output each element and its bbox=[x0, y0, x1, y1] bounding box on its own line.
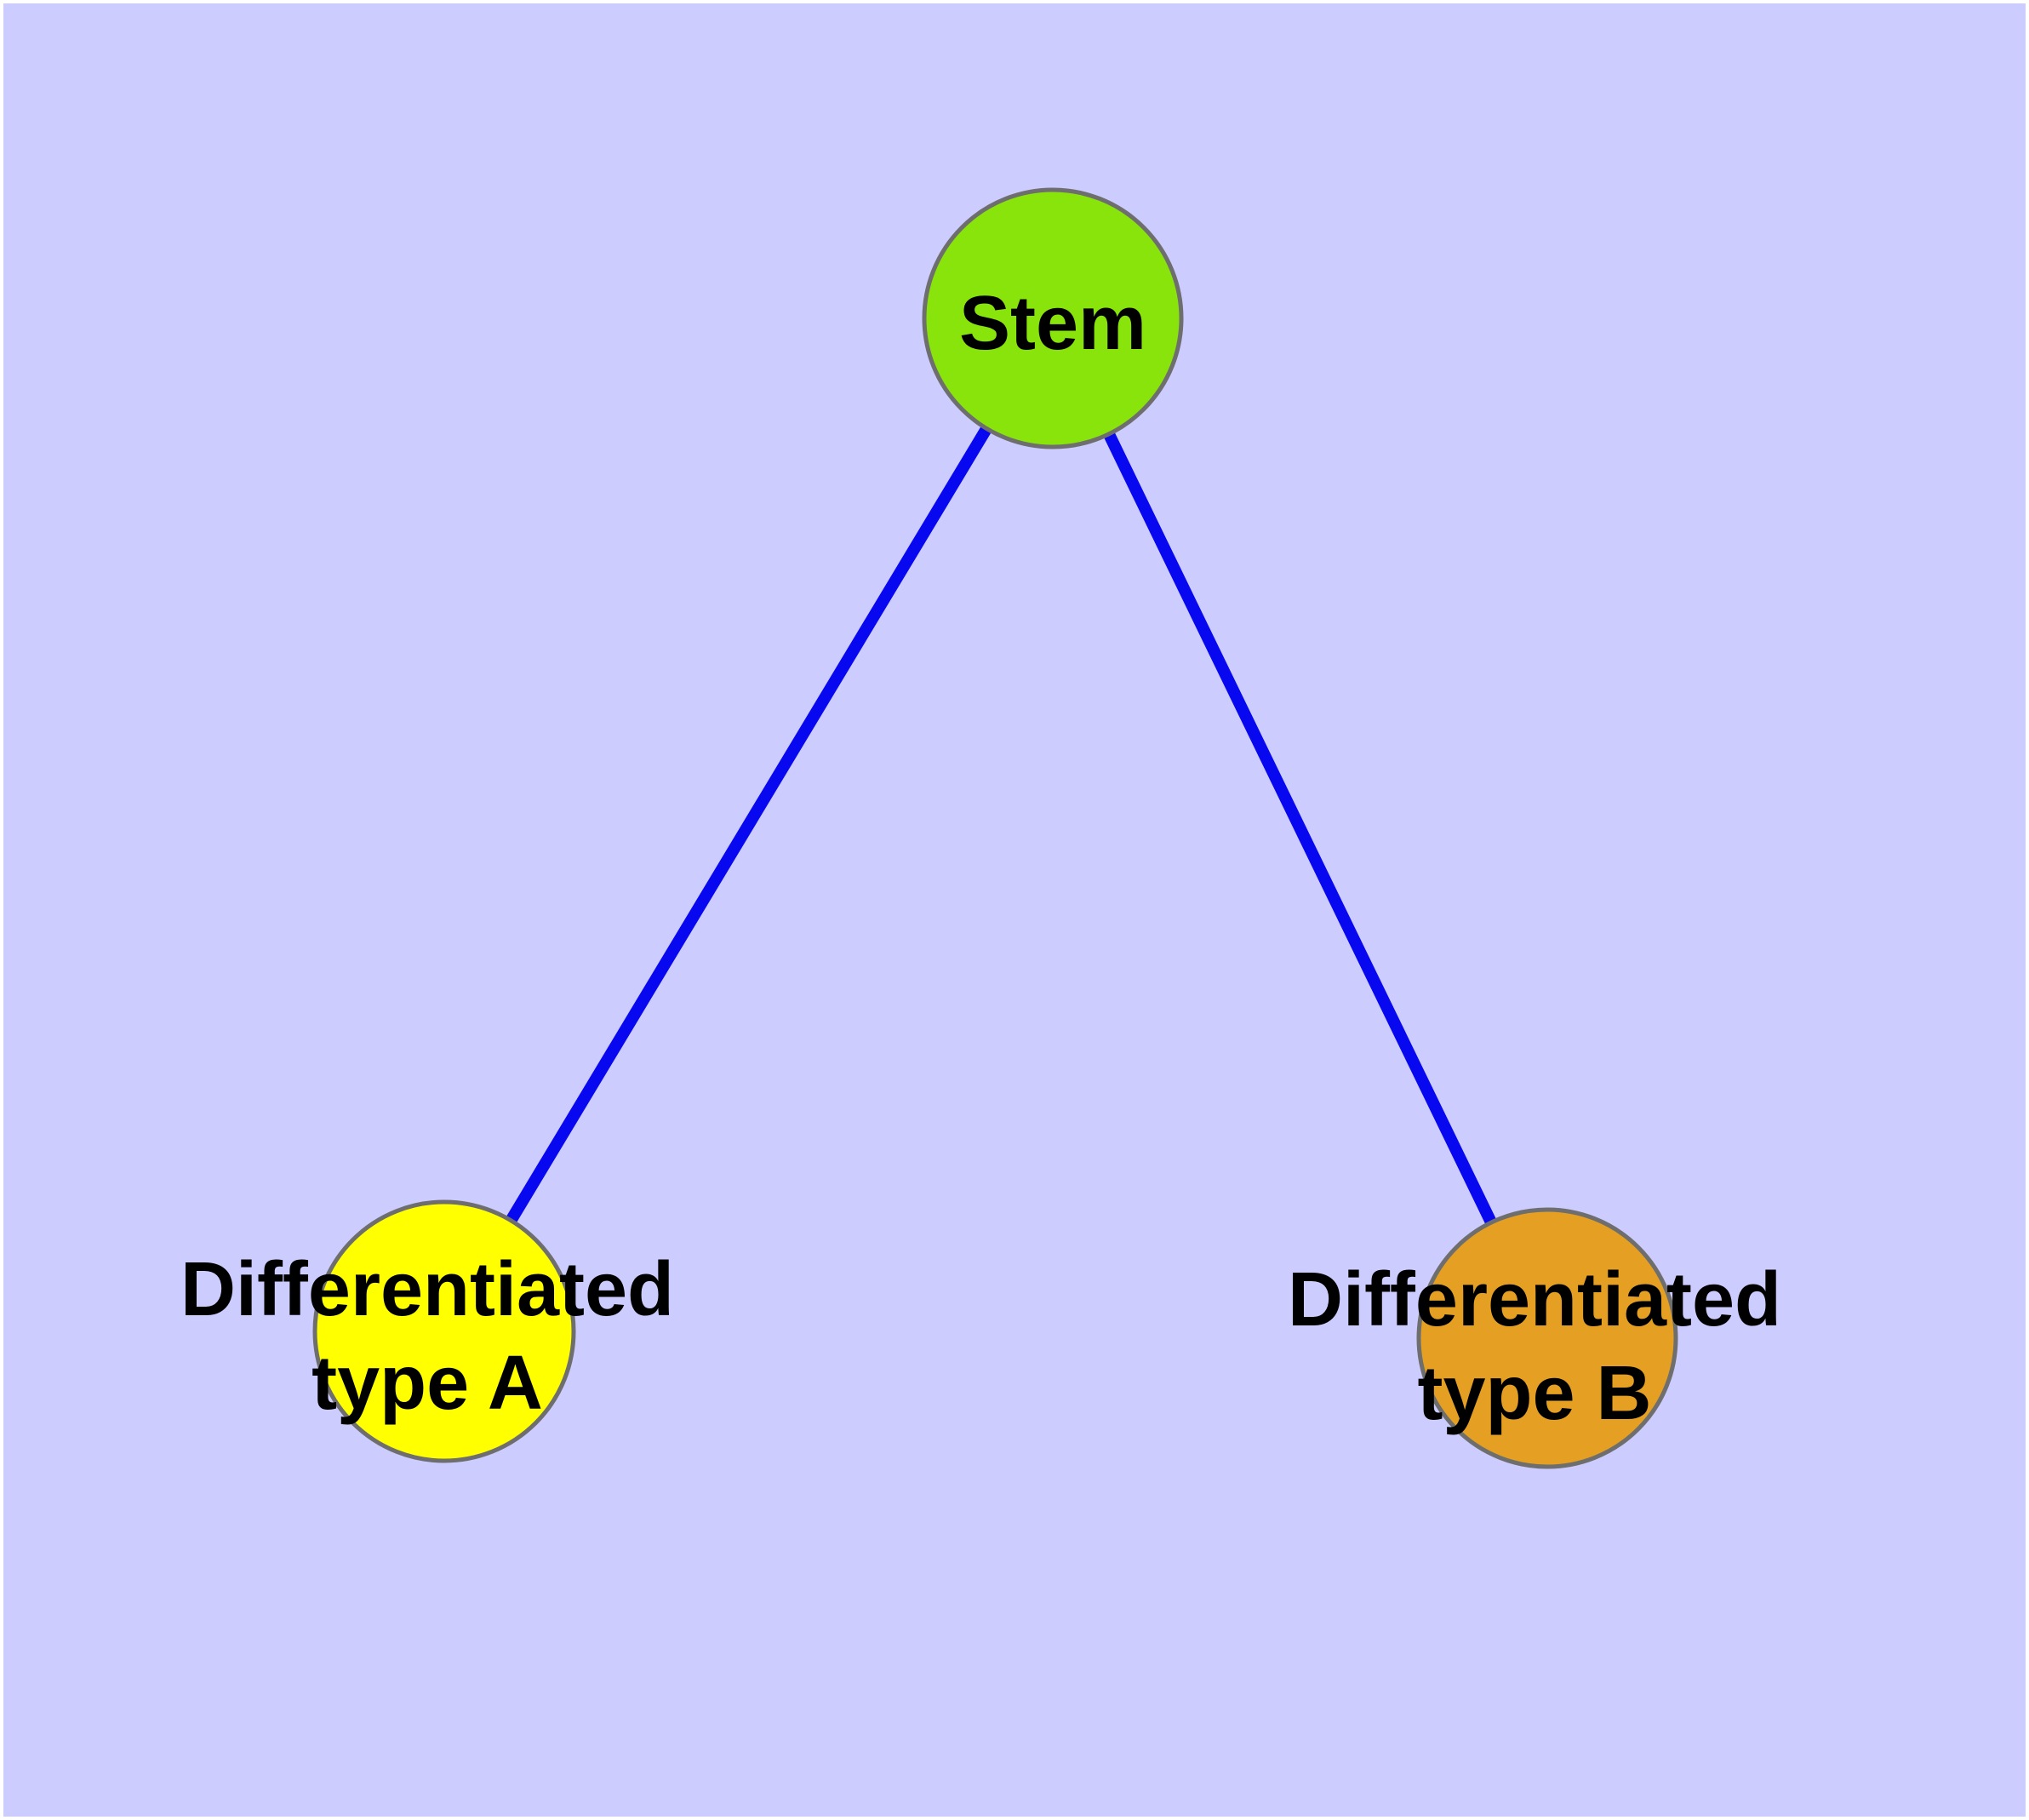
differentiated-type-b-node-label-line-2: type B bbox=[1417, 1351, 1651, 1436]
stem-cell-node-label-line-1: Stem bbox=[959, 281, 1146, 366]
differentiated-type-b-node bbox=[1416, 1207, 1678, 1469]
stem-cell-node bbox=[922, 187, 1184, 449]
differentiated-type-a-node-label-line-2: type A bbox=[311, 1341, 543, 1426]
differentiated-type-a-node-label-line-1: Differentiated bbox=[180, 1247, 674, 1332]
edge-stem-to-type-a bbox=[438, 315, 1059, 1335]
differentiated-type-b-node-label-line-1: Differentiated bbox=[1288, 1257, 1781, 1342]
edge-stem-to-type-b bbox=[1047, 315, 1553, 1342]
differentiated-type-a-node bbox=[312, 1199, 576, 1463]
